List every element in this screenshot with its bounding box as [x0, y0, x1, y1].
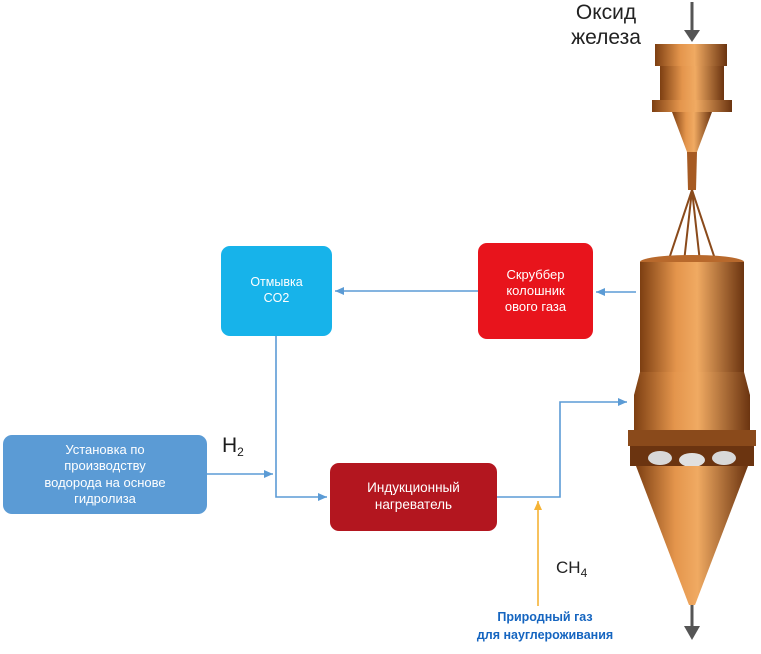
scrubber-box: Скруббер колошник ового газа: [478, 243, 593, 339]
ch4-label: CH4: [556, 558, 588, 580]
induction-heater-box: Индукционный нагреватель: [330, 463, 497, 531]
natural-gas-label: Природный газ для науглероживания: [476, 610, 614, 642]
h2-subscript: 2: [237, 445, 244, 459]
co2-to-heater-arrow: [275, 336, 327, 501]
ch4-symbol: CH: [556, 558, 581, 577]
h2-label: H2: [222, 434, 244, 459]
heater-to-furnace-arrow: [497, 398, 627, 498]
flow-lines: [207, 287, 636, 606]
iron-oxide-label: Оксид железа: [571, 1, 641, 49]
ch4-subscript: 4: [580, 566, 588, 580]
scrubber-label: Скруббер колошник ового газа: [504, 266, 567, 315]
co2-wash-box: Отмывка CO2: [221, 246, 332, 336]
co2-wash-label: Отмывка CO2: [250, 275, 303, 305]
hydrogen-plant-label: Установка по производству водорода на ос…: [44, 442, 166, 506]
shaft-furnace: [628, 2, 756, 640]
h2-symbol: H: [222, 434, 238, 457]
induction-heater-label: Индукционный нагреватель: [367, 480, 460, 512]
hydrogen-plant-box: Установка по производству водорода на ос…: [3, 435, 207, 514]
